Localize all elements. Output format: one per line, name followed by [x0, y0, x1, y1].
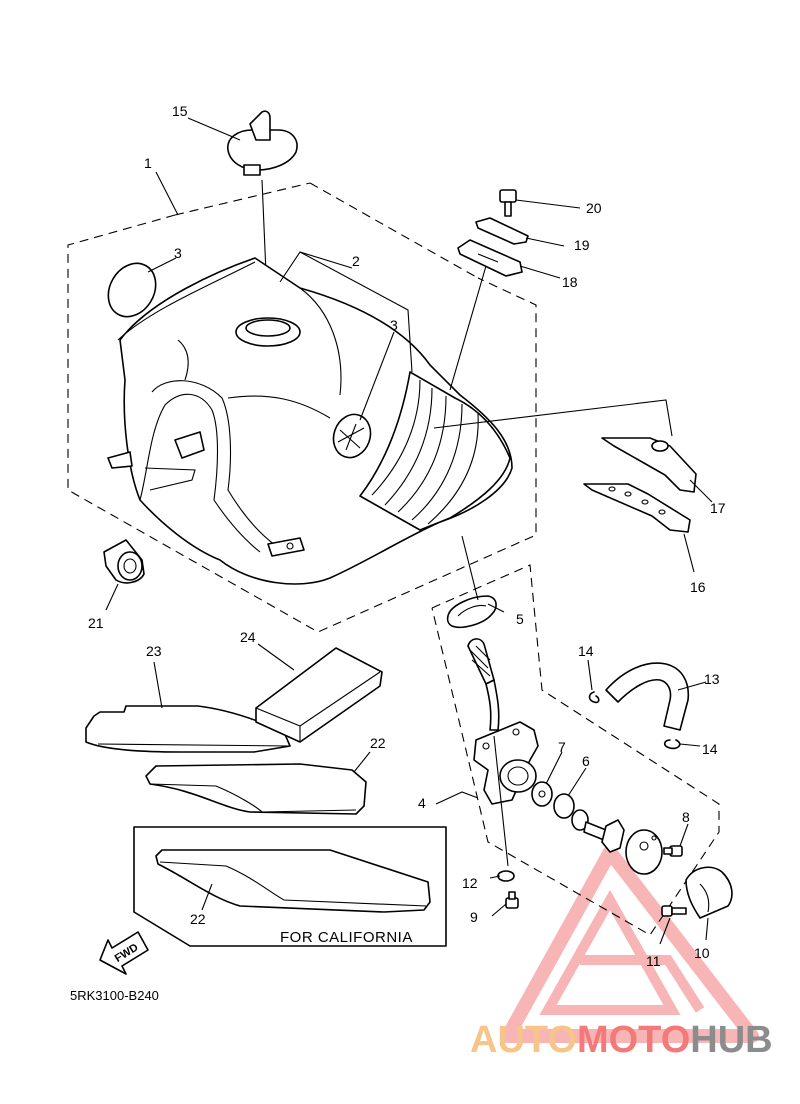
watermark-part-hub: HUB: [690, 1019, 773, 1061]
callout-18: 18: [562, 274, 578, 290]
pad-part-22-california: [155, 849, 431, 913]
callout-7: 7: [558, 739, 566, 755]
callout-19: 19: [574, 237, 590, 253]
callout-23: 23: [146, 643, 162, 659]
bolt-part-20: [499, 189, 517, 217]
callout-14b: 14: [702, 741, 718, 757]
drawing-code: 5RK3100-B240: [70, 988, 159, 1003]
grommet-part: [103, 539, 145, 584]
fuel-cock-group-boundary: [431, 564, 720, 936]
california-box: [133, 826, 447, 947]
callout-17: 17: [710, 500, 726, 516]
callout-2: 2: [352, 253, 360, 269]
washer-part-12: [497, 870, 515, 882]
callout-20: 20: [586, 200, 602, 216]
pad-part-24: [255, 647, 383, 743]
callout-8: 8: [682, 809, 690, 825]
watermark-part-auto: AUTO: [470, 1019, 577, 1061]
callout-3a: 3: [174, 245, 182, 261]
callout-22b: 22: [190, 911, 206, 927]
fuel-tank-part: [107, 257, 513, 585]
fuel-cock-part: [467, 638, 539, 805]
pad-part-22: [145, 763, 367, 815]
filler-cap-part: [227, 110, 298, 321]
callout-11: 11: [646, 953, 661, 969]
watermark-text: AUTOMOTOHUB: [470, 1018, 773, 1062]
oring-part-6: [553, 793, 575, 819]
callout-21: 21: [88, 615, 104, 631]
callout-10: 10: [694, 945, 710, 961]
clip-part-14b: [663, 739, 681, 750]
watermark-part-moto: MOTO: [576, 1019, 691, 1061]
callout-4: 4: [418, 795, 426, 811]
california-label: FOR CALIFORNIA: [280, 929, 413, 946]
plate-part-19: [475, 217, 529, 245]
callout-12: 12: [462, 875, 478, 891]
callout-16: 16: [690, 579, 706, 595]
callout-6: 6: [582, 753, 590, 769]
callout-22a: 22: [370, 735, 386, 751]
emblem-part-3: [107, 262, 157, 318]
screw-part-9: [505, 891, 519, 909]
leader-lines: [105, 117, 713, 945]
fwd-arrow-icon: FWD: [99, 931, 149, 975]
damper-part-18: [457, 239, 523, 277]
callout-9: 9: [470, 909, 478, 925]
screw-part-8: [663, 845, 683, 857]
callout-14a: 14: [578, 643, 594, 659]
watermark-triangle-logo: [501, 845, 759, 1043]
callout-5: 5: [516, 611, 524, 627]
washer-part-7: [531, 781, 553, 807]
callout-15: 15: [172, 103, 188, 119]
hose-part: [605, 662, 690, 731]
callout-13: 13: [704, 671, 720, 687]
callout-24: 24: [240, 629, 256, 645]
gasket-part: [446, 595, 497, 629]
callout-3b: 3: [390, 317, 398, 333]
clip-part-14a: [588, 691, 600, 704]
lever-part-10: [685, 866, 733, 919]
bracket-part-16: [583, 483, 691, 533]
callout-1: 1: [144, 155, 152, 171]
plate-part-10a: [625, 829, 663, 875]
lever-shaft-part: [571, 809, 625, 853]
tank-group-boundary: [67, 182, 537, 633]
callout-numbers: 15 1 3 2 3 20 19 18 17 16 5 21 23 24 22 …: [88, 103, 726, 969]
screw-part-11: [661, 905, 687, 917]
bracket-part-17: [601, 437, 697, 493]
